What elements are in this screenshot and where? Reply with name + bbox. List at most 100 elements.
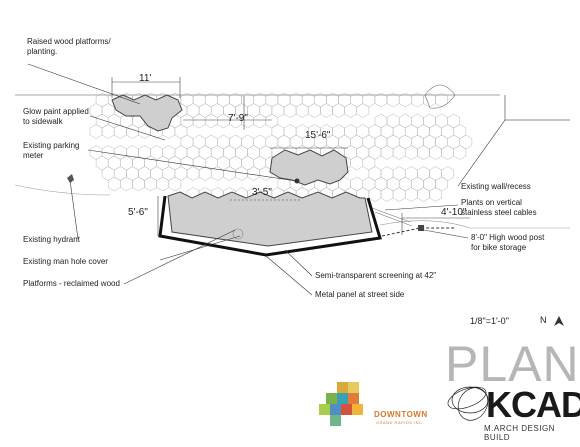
hex-cell: [356, 124, 370, 139]
hex-cell: [283, 103, 297, 118]
hex-cell: [417, 166, 430, 181]
hex-cell: [198, 145, 212, 160]
hex-cell: [368, 145, 382, 160]
hex-cell: [404, 124, 418, 139]
hex-cell: [192, 134, 206, 150]
hex-cell: [374, 134, 388, 150]
hex-cell: [95, 155, 109, 171]
dgr-logo-text: DOWNTOWN: [374, 410, 428, 419]
hex-cell: [417, 124, 430, 139]
label-hydrant: Existing hydrant: [23, 235, 80, 244]
hex-cell: [150, 166, 163, 181]
hex-cell: [259, 166, 273, 181]
hex-cell: [338, 134, 351, 150]
tree-canopy-sketch: [424, 84, 456, 109]
hex-cell: [186, 145, 200, 160]
hex-cell: [344, 145, 357, 160]
hex-cell: [138, 166, 151, 181]
hex-cell: [89, 124, 103, 139]
hex-cell: [392, 145, 406, 160]
dimension-5-6: 5'-6": [128, 207, 148, 218]
hex-cell: [198, 166, 212, 181]
dgr-logo-subtext: GRAND RAPIDS INC: [376, 420, 423, 425]
hex-cell: [404, 166, 418, 181]
hex-cell: [168, 176, 182, 192]
main-platform: [167, 191, 373, 247]
bike-post-line: [381, 227, 455, 237]
hex-cell: [156, 176, 170, 192]
hex-cell: [241, 155, 254, 171]
hex-cell: [132, 176, 145, 192]
hex-cell: [198, 103, 212, 118]
north-label: N: [540, 315, 547, 325]
label-screening: Semi-transparent screening at 42": [315, 271, 437, 280]
hex-cell: [174, 166, 188, 181]
hex-cell: [289, 134, 303, 150]
hex-cell: [217, 155, 230, 171]
hex-cell: [453, 145, 467, 160]
dim-4-10: [401, 213, 470, 235]
hex-cell: [265, 113, 279, 129]
hex-cell: [368, 166, 382, 181]
hex-cell: [113, 124, 127, 139]
hex-cell: [186, 103, 200, 118]
hex-cell: [107, 176, 121, 192]
hex-cell: [429, 124, 442, 139]
hex-cell: [283, 124, 297, 139]
label-raised-platforms: Raised wood platforms/ planting.: [27, 37, 111, 56]
downtown-grand-rapids-logo-icon: [319, 382, 363, 426]
hex-cell: [392, 124, 406, 139]
hex-cell: [144, 155, 157, 171]
hex-cell: [435, 134, 448, 150]
hex-cell: [429, 187, 442, 202]
hex-cell: [380, 124, 394, 139]
hex-cell: [411, 176, 424, 192]
scale-note: 1/8"=1'-0": [470, 316, 509, 326]
hex-cell: [344, 103, 357, 118]
kcad-logo-text: KCAD: [486, 384, 580, 425]
hex-cell: [162, 145, 176, 160]
hex-cell: [174, 145, 188, 160]
hex-cell: [180, 155, 194, 171]
hex-cell: [417, 187, 430, 202]
manhole-cover: [232, 228, 244, 240]
hex-cell: [441, 145, 454, 160]
hex-cell: [180, 134, 194, 150]
hex-cell: [126, 124, 139, 139]
hex-cell: [362, 155, 376, 171]
hex-cell: [398, 134, 412, 150]
hex-cell: [265, 134, 279, 150]
dimension-3-5: 3'-5": [252, 187, 272, 198]
hex-cell: [392, 166, 406, 181]
hex-cell: [386, 176, 400, 192]
hex-cell: [411, 113, 424, 129]
hex-cell: [423, 134, 436, 150]
kcad-logo-subtext: M.ARCH DESIGN BUILD: [484, 424, 555, 442]
north-arrow-icon: [554, 316, 564, 326]
hex-cell: [259, 145, 273, 160]
hex-cell: [453, 124, 467, 139]
hex-cell: [277, 134, 291, 150]
hex-cell: [101, 166, 115, 181]
hex-cell: [229, 155, 242, 171]
hex-cell: [120, 176, 133, 192]
hex-cell: [247, 145, 260, 160]
hex-cell: [204, 113, 218, 129]
hex-cell: [101, 124, 115, 139]
hex-cell: [235, 145, 248, 160]
hex-cell: [156, 155, 170, 171]
hex-cell: [253, 155, 267, 171]
parking-meter: [294, 178, 300, 184]
hex-cell: [435, 176, 448, 192]
hex-cell: [398, 176, 412, 192]
hex-cell: [332, 124, 345, 139]
hex-cell: [89, 103, 103, 118]
hex-cell: [404, 187, 418, 202]
hex-cell: [295, 103, 309, 118]
hex-cell: [404, 145, 418, 160]
dimension-15-6: 15'-6": [305, 130, 331, 141]
hex-cell: [429, 145, 442, 160]
existing-wall-recess: [504, 95, 570, 121]
raised-platform-2: [269, 149, 349, 186]
hex-cell: [380, 166, 394, 181]
